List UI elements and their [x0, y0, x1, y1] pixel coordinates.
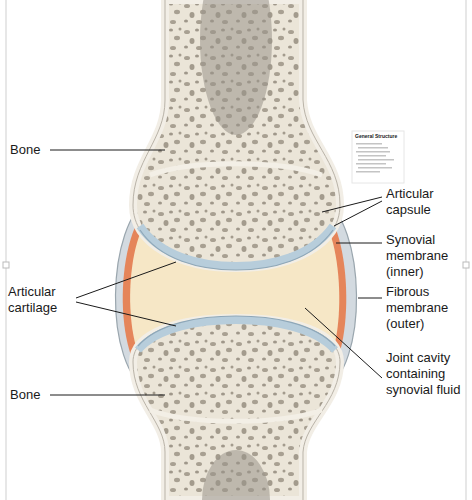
thumbnail-title: General Structure — [355, 133, 403, 139]
epiphyseal-line — [150, 164, 322, 175]
frame-handle — [463, 262, 469, 268]
cartilage-upper — [140, 226, 333, 266]
part-label: Fibrous membrane (outer) — [386, 284, 466, 332]
part-label: Bone — [10, 387, 50, 403]
cartilage-edge — [140, 230, 333, 270]
part-label: Articular capsule — [386, 186, 466, 218]
frame-line — [6, 0, 7, 500]
leader-lines — [50, 150, 382, 395]
part-label: Joint cavity containing synovial fluid — [386, 350, 470, 398]
part-label: Bone — [10, 142, 50, 158]
epiphyseal-line — [150, 410, 322, 421]
cartilage-edge — [138, 316, 335, 346]
frame-handle — [3, 262, 9, 268]
thumbnail — [352, 131, 404, 183]
medullary-cavity — [200, 0, 272, 135]
part-label: Articular cartilage — [8, 284, 76, 316]
frame-line — [466, 0, 467, 500]
medullary-cavity — [202, 450, 270, 500]
thumbnail-lines — [356, 143, 394, 173]
cartilage-lower — [138, 320, 335, 350]
part-label: Synovial membrane (inner) — [386, 232, 466, 280]
